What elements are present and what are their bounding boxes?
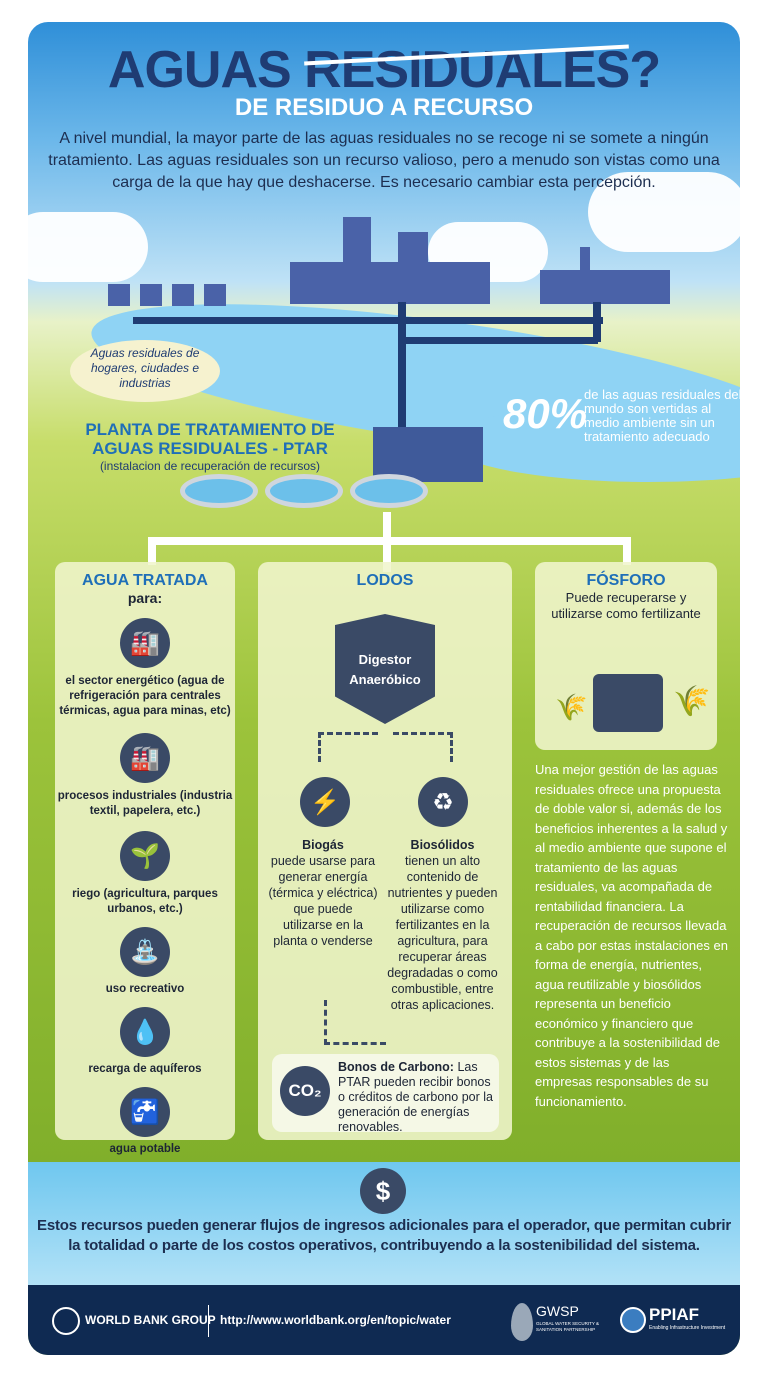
carbon-credits-text: Bonos de Carbono: Las PTAR pueden recibi… (338, 1060, 493, 1134)
list-item: 🌱riego (agricultura, parques urbanos, et… (55, 831, 235, 917)
list-item: 🏭el sector energético (agua de refrigera… (55, 618, 235, 719)
dashed-arrow (318, 732, 378, 762)
globe-icon (52, 1307, 80, 1335)
city-icon (343, 217, 371, 277)
dashed-arrow (324, 1000, 386, 1045)
pipe (593, 302, 601, 342)
plant-subtitle: (instalacion de recuperación de recursos… (99, 459, 321, 473)
list-item: 🏭procesos industriales (industria textil… (55, 733, 235, 819)
recycle-icon: ♻ (418, 777, 468, 827)
gwsp-logo-sub: GLOBAL WATER SECURITY & SANITATION PARTN… (536, 1321, 600, 1332)
pipe (398, 302, 406, 442)
list-item: ⛲uso recreativo (55, 927, 235, 997)
footer: WORLD BANK GROUP http://www.worldbank.or… (28, 1285, 740, 1355)
stat-text: de las aguas residuales del mundo son ve… (584, 387, 740, 444)
dollar-icon: $ (360, 1168, 406, 1214)
plant-building-icon (373, 427, 483, 482)
cloud (588, 172, 740, 252)
lightning-icon: ⚡ (300, 777, 350, 827)
faucet-icon: 🚰 (120, 1087, 170, 1137)
houses-icon (108, 284, 233, 306)
ppiaf-logo-icon (620, 1307, 646, 1333)
gwsp-logo-text: GWSP (536, 1303, 579, 1319)
wbg-logo-text: WORLD BANK GROUP (85, 1313, 216, 1327)
page-title: AGUAS RESIDUALES? (107, 41, 661, 99)
plant-icon: 🌱 (120, 831, 170, 881)
value-proposition-text: Una mejor gestión de las aguas residuale… (535, 762, 728, 1109)
stat-value: 80% (503, 390, 588, 437)
wheat-icon: 🌾 (673, 685, 711, 718)
bottom-text: Estos recursos pueden generar flujos de … (37, 1217, 731, 1254)
fosforo-panel: FÓSFORO Puede recuperarse y utilizarse c… (535, 562, 717, 750)
factory-chimney (580, 247, 590, 277)
ppiaf-logo-text: PPIAF (649, 1305, 700, 1324)
wheat-icon: 🌾 (555, 692, 588, 722)
cloud (28, 212, 148, 282)
subtitle: DE RESIDUO A RECURSO (234, 94, 534, 121)
pipe (133, 317, 603, 324)
gwsp-logo-icon (511, 1303, 533, 1341)
agua-tratada-panel: AGUA TRATADA para: 🏭el sector energético… (55, 562, 235, 1155)
panel-title: AGUA TRATADA (82, 572, 208, 589)
panel-title: LODOS (356, 572, 414, 589)
website-link[interactable]: http://www.worldbank.org/en/topic/water (220, 1313, 451, 1327)
list-item: 🚰agua potable (55, 1087, 235, 1157)
pipe (398, 337, 598, 344)
tank-icon (350, 474, 428, 508)
panel-subtitle: para: (127, 590, 163, 606)
city-icon (290, 262, 490, 304)
fosforo-text: Puede recuperarse y utilizarse como fert… (551, 590, 701, 621)
agua-list: 🏭el sector energético (agua de refrigera… (55, 618, 235, 1157)
tank-icon (265, 474, 343, 508)
panel-title: FÓSFORO (586, 572, 666, 589)
water-drop-icon: 💧 (120, 1007, 170, 1057)
source-label: Aguas residuales de hogares, ciudades e … (70, 340, 220, 402)
tractor-icon (593, 674, 663, 732)
divider (208, 1305, 209, 1337)
ppiaf-logo-sub: Enabling Infrastructure Investment (649, 1325, 726, 1331)
power-plant-icon: 🏭 (120, 618, 170, 668)
intro-text: A nivel mundial, la mayor parte de las a… (48, 130, 720, 191)
tank-icon (180, 474, 258, 508)
dashed-arrow (393, 732, 453, 762)
carbon-credits-card: CO₂ Bonos de Carbono: Las PTAR pueden re… (272, 1054, 499, 1134)
factory-icon: 🏭 (120, 733, 170, 783)
list-item: 💧recarga de aquíferos (55, 1007, 235, 1077)
plant-title: PLANTA DE TRATAMIENTO DE AGUAS RESIDUALE… (85, 420, 335, 458)
factory-icon (540, 270, 670, 304)
digestor-icon: Digestor Anaeróbico (335, 614, 435, 724)
co2-icon: CO₂ (280, 1066, 330, 1116)
pipe (148, 537, 628, 545)
pipe (623, 537, 631, 565)
pipe (148, 537, 156, 565)
infographic: AGUAS RESIDUALES? DE RESIDUO A RECURSO A… (28, 22, 740, 1355)
city-icon (398, 232, 428, 277)
fountain-icon: ⛲ (120, 927, 170, 977)
